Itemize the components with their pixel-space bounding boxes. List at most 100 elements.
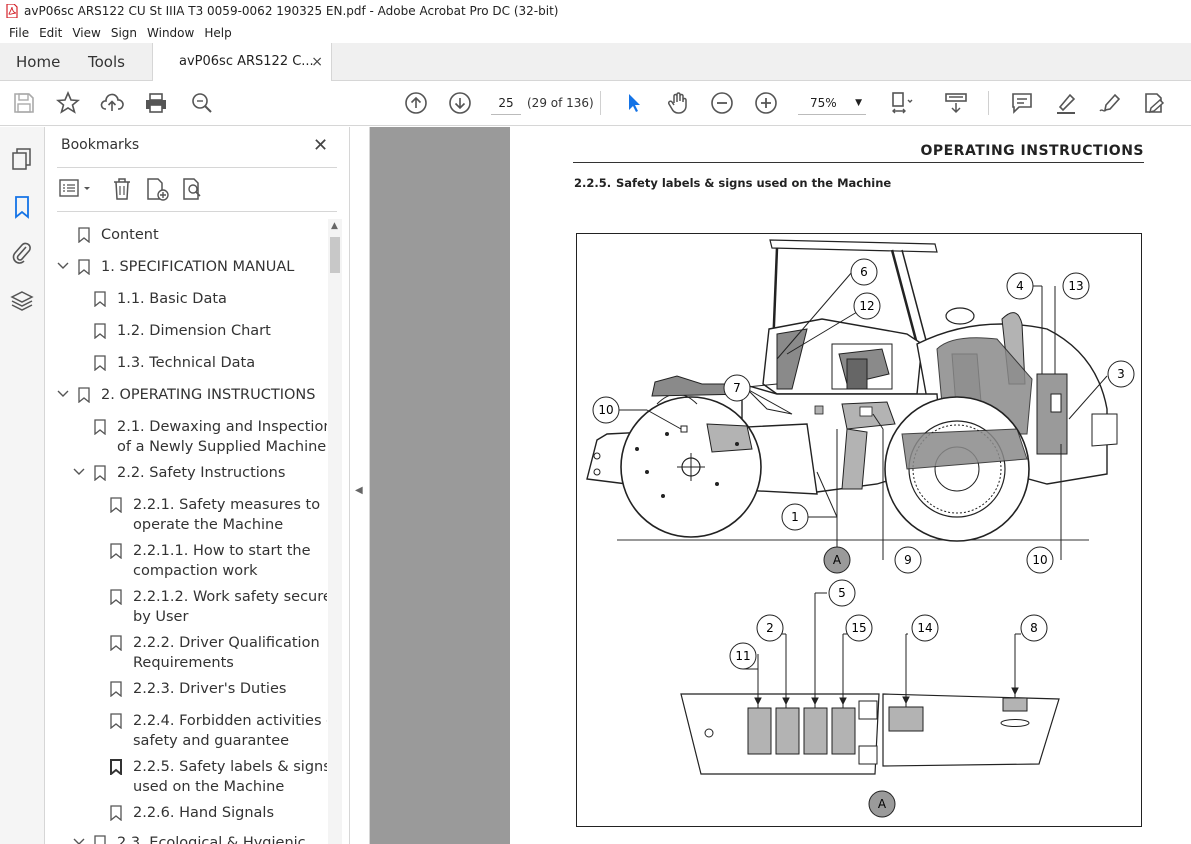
tab-home[interactable]: Home bbox=[16, 53, 61, 71]
star-icon[interactable] bbox=[55, 90, 81, 115]
cloud-upload-icon[interactable] bbox=[100, 91, 124, 115]
bookmark-icon bbox=[94, 465, 106, 481]
prev-page-icon[interactable] bbox=[404, 91, 428, 115]
zoom-level-select[interactable]: 75% ▼ bbox=[798, 91, 866, 115]
bookmark-panel-icon[interactable] bbox=[10, 195, 34, 219]
document-viewport[interactable]: ◀ OPERATING INSTRUCTIONS 2.2.5.Safety la… bbox=[350, 127, 1191, 844]
page-thumbnails-icon[interactable] bbox=[10, 147, 34, 171]
bookmark-label: 2.2.1.2. Work safety secured bbox=[133, 589, 327, 605]
pdf-page: OPERATING INSTRUCTIONS 2.2.5.Safety labe… bbox=[510, 127, 1191, 844]
callout-label: 6 bbox=[860, 265, 868, 279]
tab-close-icon[interactable]: × bbox=[311, 54, 323, 70]
layers-icon[interactable] bbox=[10, 289, 34, 313]
bookmark-options-icon[interactable] bbox=[59, 177, 93, 202]
zoom-in-icon[interactable] bbox=[754, 91, 778, 115]
add-bookmark-icon[interactable] bbox=[145, 177, 171, 204]
bookmark-icon bbox=[110, 497, 122, 513]
page-count: (29 of 136) bbox=[527, 96, 594, 110]
callout-label: 4 bbox=[1016, 279, 1024, 293]
menu-sign[interactable]: Sign bbox=[110, 25, 138, 40]
bookmark-icon bbox=[78, 387, 90, 403]
callout-label: 15 bbox=[851, 621, 866, 635]
bookmark-label: 2.2.1.1. How to start the bbox=[133, 543, 311, 559]
callout-label: 2 bbox=[766, 621, 774, 635]
chevron-down-icon: ▼ bbox=[855, 98, 862, 108]
callout-label: 5 bbox=[838, 586, 846, 600]
bookmark-icon bbox=[94, 355, 106, 371]
bookmark-label: 1.3. Technical Data bbox=[117, 355, 256, 371]
bookmark-icon bbox=[110, 589, 122, 605]
callout-label: 9 bbox=[904, 553, 912, 567]
zoom-search-icon[interactable] bbox=[190, 91, 214, 115]
scroll-up-arrow-icon[interactable]: ▲ bbox=[331, 221, 338, 231]
attachment-paperclip-icon[interactable] bbox=[10, 241, 34, 265]
close-icon[interactable]: ✕ bbox=[313, 135, 329, 156]
page-number-input[interactable]: 25 bbox=[491, 91, 521, 115]
scroll-mode-icon[interactable] bbox=[944, 91, 968, 115]
comment-icon[interactable] bbox=[1010, 91, 1034, 115]
chevron-down-icon[interactable] bbox=[57, 259, 69, 273]
bookmark-label: 1.1. Basic Data bbox=[117, 291, 227, 307]
callout-label: 13 bbox=[1068, 279, 1083, 293]
bookmark-label: 2.2.4. Forbidden activities - bbox=[133, 713, 327, 729]
chevron-down-icon[interactable] bbox=[73, 835, 85, 844]
bookmark-label-line2: by User bbox=[133, 609, 189, 625]
bookmark-label-line2: of a Newly Supplied Machine bbox=[117, 439, 327, 455]
bookmark-label-line2: safety and guarantee bbox=[133, 733, 290, 749]
callout-label: 10 bbox=[598, 403, 613, 417]
bookmarks-panel: Bookmarks ✕ Content 1. SPECIFICATION MAN… bbox=[45, 127, 350, 844]
page-gutter bbox=[370, 127, 510, 844]
machine-safety-labels-figure: 6 12 4 13 3 7 10 1 A 9 10 5 2 15 14 8 bbox=[576, 233, 1142, 827]
zoom-level-value: 75% bbox=[810, 96, 837, 110]
menu-bar: File Edit View Sign Window Help bbox=[0, 22, 1191, 43]
acrobat-pdf-icon bbox=[6, 4, 18, 18]
highlight-pen-icon[interactable] bbox=[1054, 91, 1078, 115]
callout-label: 8 bbox=[1030, 621, 1038, 635]
chevron-down-icon[interactable] bbox=[73, 465, 85, 479]
fill-sign-icon[interactable] bbox=[1142, 91, 1166, 115]
bookmark-label: 2.1. Dewaxing and Inspection bbox=[117, 419, 327, 435]
select-cursor-icon[interactable] bbox=[622, 91, 646, 115]
menu-file[interactable]: File bbox=[9, 25, 30, 40]
bookmark-icon bbox=[110, 635, 122, 651]
bookmark-icon bbox=[110, 681, 122, 697]
callout-label: 10 bbox=[1032, 553, 1047, 567]
tab-document[interactable]: avP06sc ARS122 C... × bbox=[152, 43, 332, 82]
menu-view[interactable]: View bbox=[72, 25, 101, 40]
section-number: 2.2.5. bbox=[574, 176, 612, 190]
panel-collapse-strip[interactable]: ◀ bbox=[350, 127, 370, 844]
bookmark-label: Content bbox=[101, 227, 159, 243]
tab-tools[interactable]: Tools bbox=[88, 53, 125, 71]
menu-edit[interactable]: Edit bbox=[39, 25, 63, 40]
bookmark-icon bbox=[94, 835, 106, 844]
find-bookmark-icon[interactable] bbox=[181, 177, 207, 204]
callout-label: 12 bbox=[859, 299, 874, 313]
bookmark-icon bbox=[78, 227, 90, 243]
delete-bookmark-trash-icon[interactable] bbox=[111, 177, 133, 204]
chevron-down-icon[interactable] bbox=[57, 387, 69, 401]
sign-pen-icon[interactable] bbox=[1098, 91, 1122, 115]
bookmark-label: 2.2.5. Safety labels & signs bbox=[133, 759, 327, 775]
bookmarks-scrollbar[interactable]: ▲ bbox=[328, 219, 342, 844]
page-fit-icon[interactable] bbox=[890, 91, 914, 115]
bookmark-label: 2.2.1. Safety measures to bbox=[133, 497, 321, 513]
collapse-panel-arrow-icon[interactable]: ◀ bbox=[355, 485, 363, 496]
save-icon[interactable] bbox=[12, 91, 36, 115]
hand-tool-icon[interactable] bbox=[666, 91, 690, 115]
menu-window[interactable]: Window bbox=[147, 25, 195, 40]
bookmark-label-line2: operate the Machine bbox=[133, 517, 284, 533]
next-page-icon[interactable] bbox=[448, 91, 472, 115]
bookmark-label: 2.3. Ecological & Hygienic bbox=[117, 835, 306, 844]
page-running-header: OPERATING INSTRUCTIONS bbox=[573, 143, 1144, 163]
bookmark-icon bbox=[94, 291, 106, 307]
bookmark-label-line2: used on the Machine bbox=[133, 779, 285, 795]
zoom-out-icon[interactable] bbox=[710, 91, 734, 115]
callout-label: 11 bbox=[735, 649, 750, 663]
print-icon[interactable] bbox=[144, 91, 168, 115]
menu-help[interactable]: Help bbox=[204, 25, 232, 40]
scrollbar-thumb[interactable] bbox=[330, 237, 340, 273]
bookmark-label-line2: compaction work bbox=[133, 563, 258, 579]
callout-label: 3 bbox=[1117, 367, 1125, 381]
roller-illustration: 6 12 4 13 3 7 10 1 A 9 10 5 2 15 14 8 bbox=[586, 239, 1135, 818]
bookmark-label: 1. SPECIFICATION MANUAL bbox=[101, 259, 295, 275]
